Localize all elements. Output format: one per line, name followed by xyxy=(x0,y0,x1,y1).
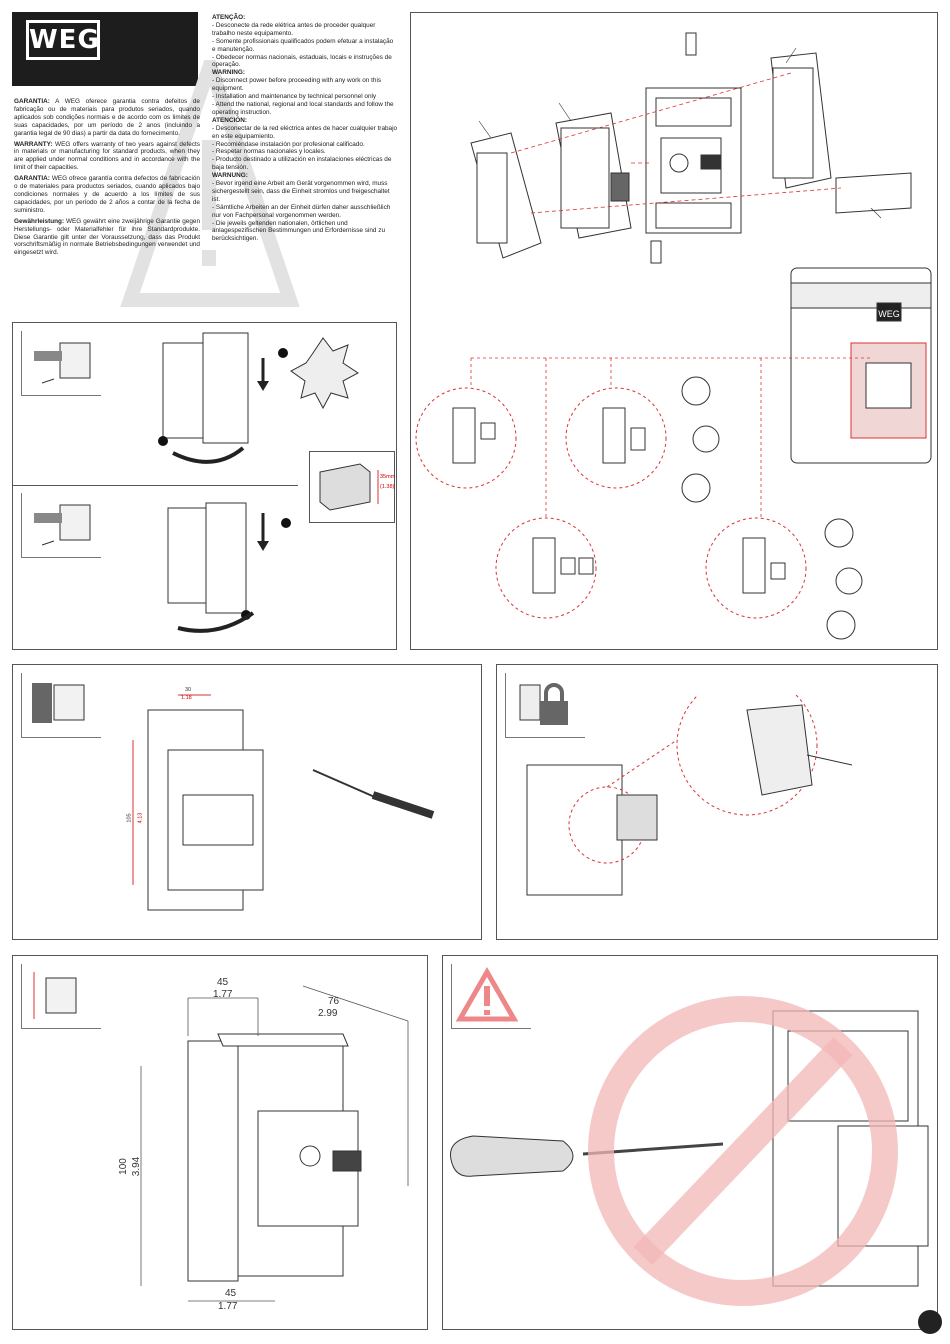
enclosure-logo: WEG xyxy=(878,309,900,319)
prohibition-panel xyxy=(442,955,938,1330)
top-width-mm: 45 xyxy=(217,977,229,988)
warning-en-line: - Disconnect power before proceeding wit… xyxy=(212,77,382,93)
top-width-in: 1.77 xyxy=(213,989,233,1000)
warranty-pt-text: A WEG oferece garantia contra defeitos d… xyxy=(14,98,200,137)
warranty-en-title: WARRANTY: xyxy=(14,140,53,148)
rail-detail: 35mm (1.38) xyxy=(309,451,395,523)
warranty-es-text: WEG ofrece garantía contra defectos de f… xyxy=(14,175,200,214)
warning-es-line: - Desconectar de la red eléctrica antes … xyxy=(212,124,398,140)
dimensions-panel: 45 1.77 76 2.99 100 3.94 45 1.77 xyxy=(12,955,428,1330)
warnings-text: ATENÇÃO: - Desconecte da rede elétrica a… xyxy=(212,14,398,243)
depth-mm: 76 xyxy=(328,996,340,1007)
height-mm: 100 xyxy=(117,1158,129,1175)
warning-de-line: - Die jeweils geltenden nationalen, örtl… xyxy=(212,219,385,243)
screw-mount-drawing xyxy=(132,694,435,911)
mount-icon xyxy=(21,331,101,396)
warranty-es-title: GARANTIA: xyxy=(14,175,50,183)
padlock-panel xyxy=(496,664,938,940)
mount-h-mm: 105 xyxy=(126,813,133,823)
panel-mount-icon xyxy=(21,673,101,738)
padlock-drawing xyxy=(526,695,853,896)
page-marker xyxy=(918,1310,942,1334)
din-rail-panel: 35mm (1.38) xyxy=(12,322,397,650)
warning-de-line: - Sämtliche Arbeiten an der Einheit dürf… xyxy=(212,203,391,219)
warranty-text: GARANTIA: A WEG oferece garantia contra … xyxy=(14,98,200,260)
warning-pt-title: ATENÇÃO: xyxy=(212,14,246,21)
warning-pt-line: - Somente profissionais qualificados pod… xyxy=(212,37,394,53)
divider xyxy=(13,485,298,486)
padlock-icon xyxy=(505,673,585,738)
warranty-de-text: WEG gewährt eine zweijährige Garantie ge… xyxy=(14,217,200,257)
warning-pt-line: - Desconecte da rede elétrica antes de p… xyxy=(212,21,376,37)
depth-in: 2.99 xyxy=(318,1008,338,1019)
exploded-view-drawing: WEG xyxy=(415,32,932,640)
warning-de-title: WARNUNG: xyxy=(212,172,248,180)
warning-es-line: - Producto destinado a utilización en in… xyxy=(212,156,392,172)
caution-icon xyxy=(451,964,531,1029)
mount-w-mm: 30 xyxy=(185,687,192,693)
warning-es-line: - Recomiéndase instalación por profesion… xyxy=(212,140,365,148)
warning-es-title: ATENCIÓN: xyxy=(212,116,248,124)
dimension-icon xyxy=(21,964,101,1029)
prohibited-tool-drawing xyxy=(450,996,929,1306)
bottom-width-in: 1.77 xyxy=(218,1301,238,1312)
weg-logo: WEG xyxy=(12,12,198,86)
rail-dim-mm: 35mm xyxy=(380,474,396,480)
rail-dim-in: (1.38) xyxy=(380,484,395,490)
warning-watermark-icon xyxy=(120,60,300,307)
bottom-width-mm: 45 xyxy=(225,1288,237,1299)
prohibit-icon xyxy=(588,996,898,1306)
mount-h-in: 4.13 xyxy=(137,812,144,824)
warning-en-line: - Attend the national, regional and loca… xyxy=(212,100,394,116)
warning-en-line: - Installation and maintenance by techni… xyxy=(212,93,377,101)
height-in: 3.94 xyxy=(131,1156,143,1177)
din-rail-drawing xyxy=(158,332,359,633)
accessories-panel: WEG xyxy=(410,12,938,650)
warning-en-title: WARNING: xyxy=(212,69,246,77)
mount-w-in: 1.18 xyxy=(181,695,192,701)
warning-pt-line: - Obedecer normas nacionais, estaduais, … xyxy=(212,53,392,69)
dismount-icon xyxy=(21,493,101,558)
screw-mount-panel: 30 1.18 105 4.13 xyxy=(12,664,482,940)
warranty-de-title: Gewährleistung: xyxy=(14,217,65,225)
weg-logo-text: WEG xyxy=(26,20,100,60)
warranty-pt-title: GARANTIA: xyxy=(14,98,50,105)
warning-de-line: - Bevor irgend eine Arbeit am Gerät vorg… xyxy=(212,180,390,203)
warranty-en-text: WEG offers warranty of two years against… xyxy=(14,140,200,172)
warning-es-line: - Respetar normas nacionales y locales. xyxy=(212,148,326,156)
dimensions-drawing xyxy=(140,985,409,1302)
